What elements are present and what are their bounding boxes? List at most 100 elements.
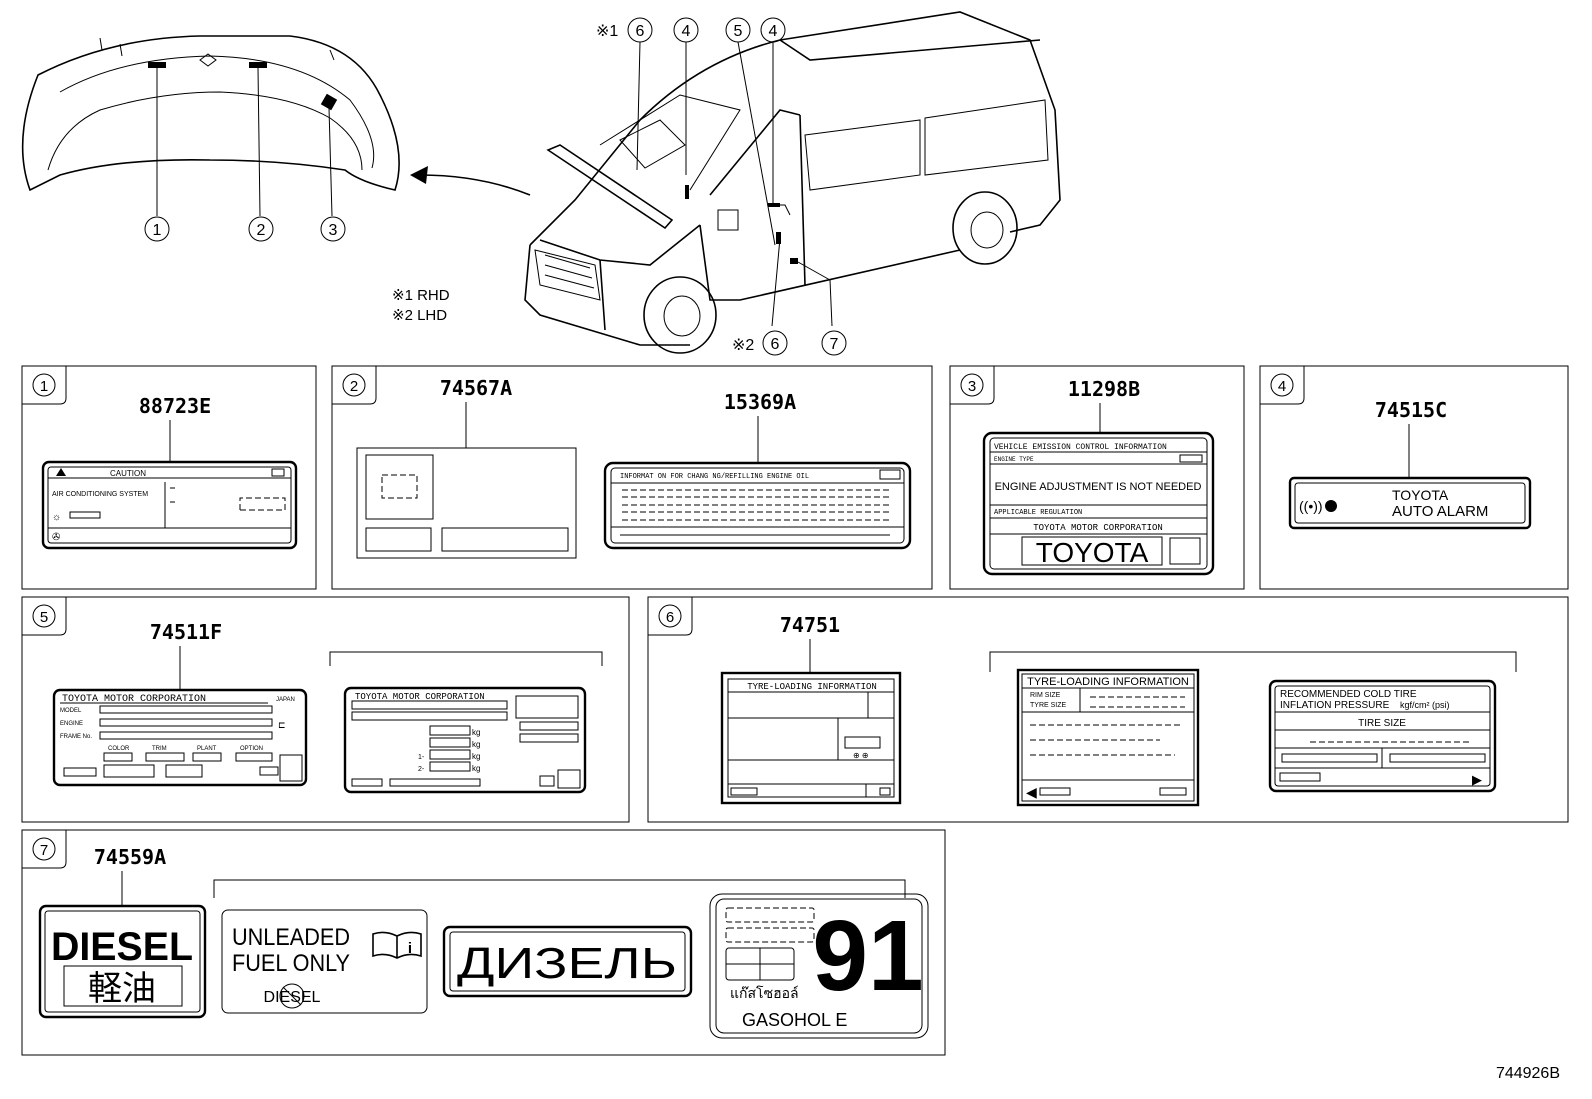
- info-icon: i: [408, 940, 412, 957]
- panel-7: 7 74559A DIESEL 軽油 UNLEADED FUEL ONLY i …: [21, 829, 946, 1056]
- part-number-74515C: 74515C: [1375, 398, 1447, 422]
- svg-text:DIESEL: DIESEL: [51, 925, 193, 969]
- svg-text:AUTO ALARM: AUTO ALARM: [1392, 503, 1488, 520]
- part-number-11298B: 11298B: [1068, 377, 1140, 401]
- hood-label-1-marker: [148, 62, 166, 68]
- svg-text:91: 91: [812, 900, 923, 1012]
- hood-label-3-marker: [320, 93, 338, 111]
- svg-text:4: 4: [769, 23, 778, 40]
- svg-text:kg: kg: [472, 752, 480, 761]
- callout-1: 1: [144, 216, 170, 242]
- svg-text:DIESEL: DIESEL: [264, 989, 321, 1006]
- svg-text:5: 5: [40, 609, 48, 626]
- svg-text:⊕ ⊕: ⊕ ⊕: [853, 751, 869, 760]
- note-rhd: ※1 RHD: [392, 287, 450, 304]
- rhd-mark: ※1: [596, 23, 618, 40]
- svg-text:TOYOTA MOTOR CORPORATION: TOYOTA MOTOR CORPORATION: [355, 692, 485, 702]
- svg-text:kgf/cm² (psi): kgf/cm² (psi): [1400, 700, 1450, 710]
- svg-text:kg: kg: [472, 728, 480, 737]
- svg-text:6: 6: [636, 23, 645, 40]
- callout-5: 5: [725, 17, 751, 43]
- svg-text:3: 3: [968, 378, 976, 395]
- svg-text:6: 6: [666, 609, 674, 626]
- svg-text:JAPAN: JAPAN: [276, 697, 295, 703]
- alarm-icon: [1325, 500, 1337, 512]
- diesel-ru-label: ДИЗЕЛЬ: [442, 925, 693, 998]
- hood-underside-drawing: [21, 35, 531, 217]
- variant-bracket: [329, 651, 603, 666]
- part-number-74559A: 74559A: [94, 845, 166, 869]
- part-number-15369A: 15369A: [724, 390, 796, 414]
- svg-text:TOYOTA MOTOR CORPORATION: TOYOTA MOTOR CORPORATION: [1033, 523, 1163, 533]
- svg-text:FUEL ONLY: FUEL ONLY: [232, 950, 350, 977]
- alarm-wave-icon: ((•)): [1299, 498, 1323, 514]
- hood-arrow: [419, 174, 531, 196]
- svg-text:VEHICLE EMISSION CONTROL INFOR: VEHICLE EMISSION CONTROL INFORMATION: [994, 443, 1167, 452]
- svg-text:TOYOTA: TOYOTA: [1036, 537, 1149, 568]
- part-number-88723E: 88723E: [139, 394, 211, 418]
- tyre-label-b: TYRE-LOADING INFORMATION RIM SIZE TYRE S…: [1016, 668, 1200, 807]
- svg-text:RECOMMENDED COLD TIRE: RECOMMENDED COLD TIRE: [1280, 689, 1417, 700]
- svg-text:1: 1: [40, 378, 48, 395]
- panel-4: 4 74515C ((•)) TOYOTA AUTO ALARM: [1259, 365, 1569, 590]
- panel-1: 1 88723E CAUTION AIR CONDITIONING SYSTEM…: [21, 365, 317, 590]
- svg-text:TIRE SIZE: TIRE SIZE: [1358, 718, 1406, 729]
- callout-6-lhd: 6: [762, 330, 788, 356]
- right-arrow-icon: ▶: [1472, 772, 1482, 787]
- label-74567A: [356, 447, 577, 559]
- part-number-74567A: 74567A: [440, 376, 512, 400]
- tire-pressure-label: RECOMMENDED COLD TIRE INFLATION PRESSURE…: [1268, 679, 1497, 793]
- variant-bracket: [213, 879, 906, 898]
- diesel-label: DIESEL 軽油: [38, 904, 207, 1019]
- callout-4-b: 4: [760, 17, 786, 43]
- lhd-mark: ※2: [732, 337, 754, 354]
- variant-bracket: [989, 651, 1517, 672]
- van-drawing: [524, 11, 1061, 354]
- svg-text:TRIM: TRIM: [152, 746, 167, 752]
- svg-text:7: 7: [40, 842, 48, 859]
- ac-caution-label: CAUTION AIR CONDITIONING SYSTEM ☼ ✇: [41, 460, 298, 550]
- emission-label: VEHICLE EMISSION CONTROL INFORMATION ENG…: [982, 431, 1215, 576]
- svg-text:5: 5: [734, 23, 743, 40]
- fan-icon: ✇: [52, 532, 60, 543]
- unleaded-label: UNLEADED FUEL ONLY i DIESEL: [221, 909, 428, 1014]
- svg-text:PLANT: PLANT: [197, 746, 217, 752]
- auto-alarm-label: ((•)) TOYOTA AUTO ALARM: [1288, 476, 1532, 530]
- vin-label-b: TOYOTA MOTOR CORPORATION kg kg 1- kg 2- …: [343, 686, 587, 794]
- gasohol-label: แก๊สโซฮอล์ 91 GASOHOL E: [709, 893, 929, 1039]
- panel-3: 3 11298B VEHICLE EMISSION CONTROL INFORM…: [949, 365, 1245, 590]
- svg-text:TYRE SIZE: TYRE SIZE: [1030, 702, 1067, 709]
- panel-2: 2 74567A 15369A INFORMAT ON FOR CHANG NG…: [331, 365, 933, 590]
- panel-6: 6 74751 TYRE-LOADING INFORMATION ⊕ ⊕ TYR…: [647, 596, 1569, 823]
- svg-text:TYRE-LOADING INFORMATION: TYRE-LOADING INFORMATION: [747, 682, 877, 692]
- svg-text:kg: kg: [472, 740, 480, 749]
- svg-text:FRAME No.: FRAME No.: [60, 734, 92, 740]
- svg-text:OPTION: OPTION: [240, 746, 263, 752]
- warning-icon: [56, 468, 66, 476]
- svg-text:TOYOTA: TOYOTA: [1392, 487, 1449, 503]
- svg-text:4: 4: [682, 23, 691, 40]
- left-arrow-icon: ◀: [1026, 784, 1037, 800]
- svg-text:TOYOTA MOTOR CORPORATION: TOYOTA MOTOR CORPORATION: [62, 694, 206, 705]
- svg-text:ENGINE TYPE: ENGINE TYPE: [994, 456, 1034, 463]
- side-mirror: [717, 209, 739, 231]
- svg-text:TYRE-LOADING INFORMATION: TYRE-LOADING INFORMATION: [1027, 676, 1189, 688]
- label-15369A: INFORMAT ON FOR CHANG NG/REFILLING ENGIN…: [603, 461, 912, 550]
- svg-text:1-: 1-: [418, 754, 425, 761]
- part-number-74751: 74751: [780, 613, 840, 637]
- callout-2: 2: [248, 216, 274, 242]
- hood-emblem-icon: [199, 53, 217, 67]
- svg-text:1: 1: [153, 222, 162, 239]
- svg-text:ENGINE ADJUSTMENT IS NOT NEEDE: ENGINE ADJUSTMENT IS NOT NEEDED: [995, 481, 1202, 493]
- sun-icon: ☼: [52, 512, 61, 523]
- svg-text:7: 7: [830, 336, 839, 353]
- part-number-74511F: 74511F: [150, 620, 222, 644]
- vin-label-a: TOYOTA MOTOR CORPORATION JAPAN MODEL ENG…: [52, 688, 308, 787]
- svg-text:APPLICABLE REGULATION: APPLICABLE REGULATION: [994, 509, 1082, 517]
- callout-7: 7: [821, 330, 847, 356]
- svg-text:COLOR: COLOR: [108, 746, 130, 752]
- svg-text:3: 3: [329, 222, 338, 239]
- svg-text:INFORMAT ON FOR CHANG NG/REFIL: INFORMAT ON FOR CHANG NG/REFILLING ENGIN…: [620, 473, 809, 481]
- callout-3: 3: [320, 216, 346, 242]
